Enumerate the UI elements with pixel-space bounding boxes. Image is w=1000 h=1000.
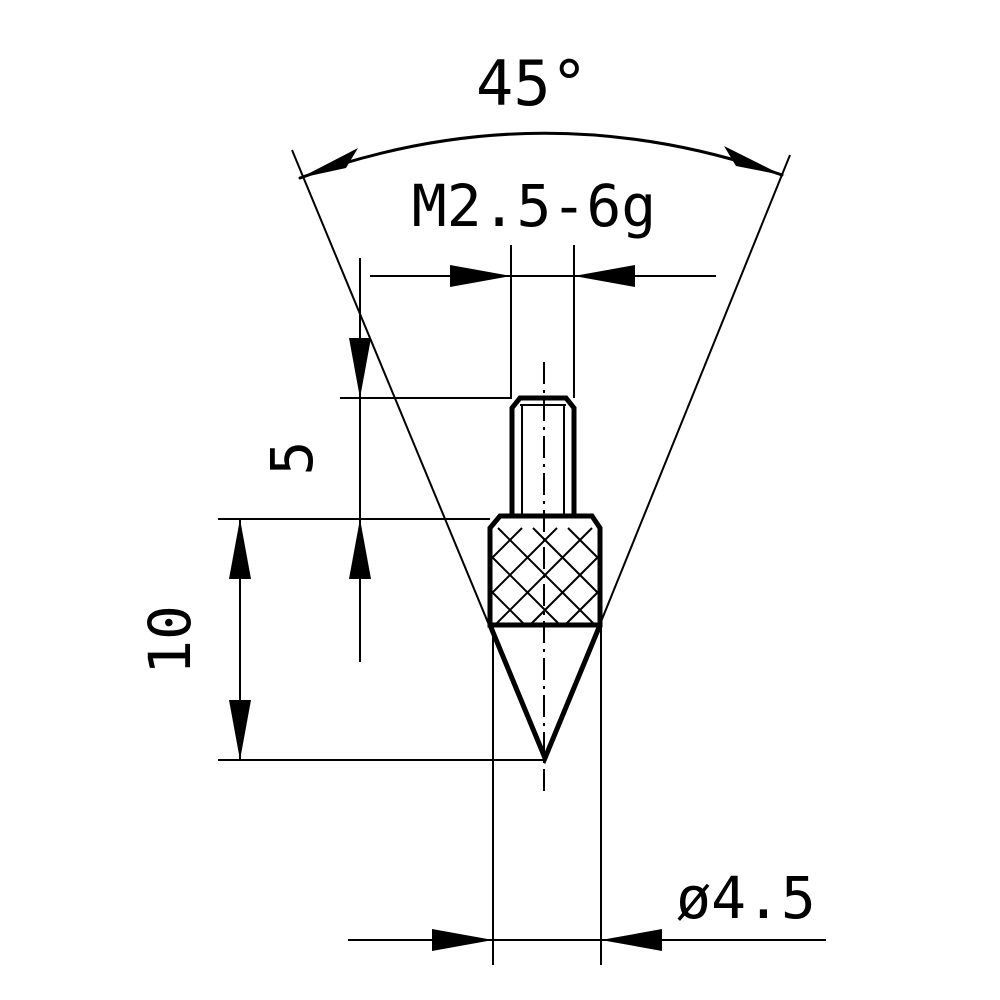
thread-arrow-left <box>450 265 511 287</box>
angle-arrow-left <box>300 148 358 178</box>
thread-length-label: 5 <box>258 441 326 476</box>
angle-label: 45° <box>476 47 588 120</box>
diameter-arrow-right <box>601 929 662 951</box>
diameter-dimension: ø4.5 <box>348 625 826 965</box>
thread-stem-outline <box>509 395 577 514</box>
thread-length-arrow-top <box>349 338 371 398</box>
conical-tip-outline <box>487 624 603 765</box>
thread-arrow-right <box>574 265 635 287</box>
stylus-tip-part <box>487 362 603 795</box>
body-length-label: 10 <box>136 605 204 675</box>
thread-dimension: M2.5-6g <box>370 172 716 398</box>
knurl-hatching <box>489 527 601 626</box>
thread-label: M2.5-6g <box>412 172 656 240</box>
angle-arc <box>298 131 784 180</box>
diameter-arrow-left <box>432 929 493 951</box>
body-length-arrow-top <box>229 519 251 579</box>
thread-length-arrow-bottom <box>349 519 371 579</box>
body-length-dimension: 10 <box>136 518 545 761</box>
body-length-arrow-bottom <box>229 700 251 760</box>
angle-arrow-right <box>724 146 782 175</box>
diameter-label: ø4.5 <box>676 864 816 932</box>
angle-dimension: 45° <box>291 47 791 761</box>
thread-length-dimension: 5 <box>258 258 512 662</box>
